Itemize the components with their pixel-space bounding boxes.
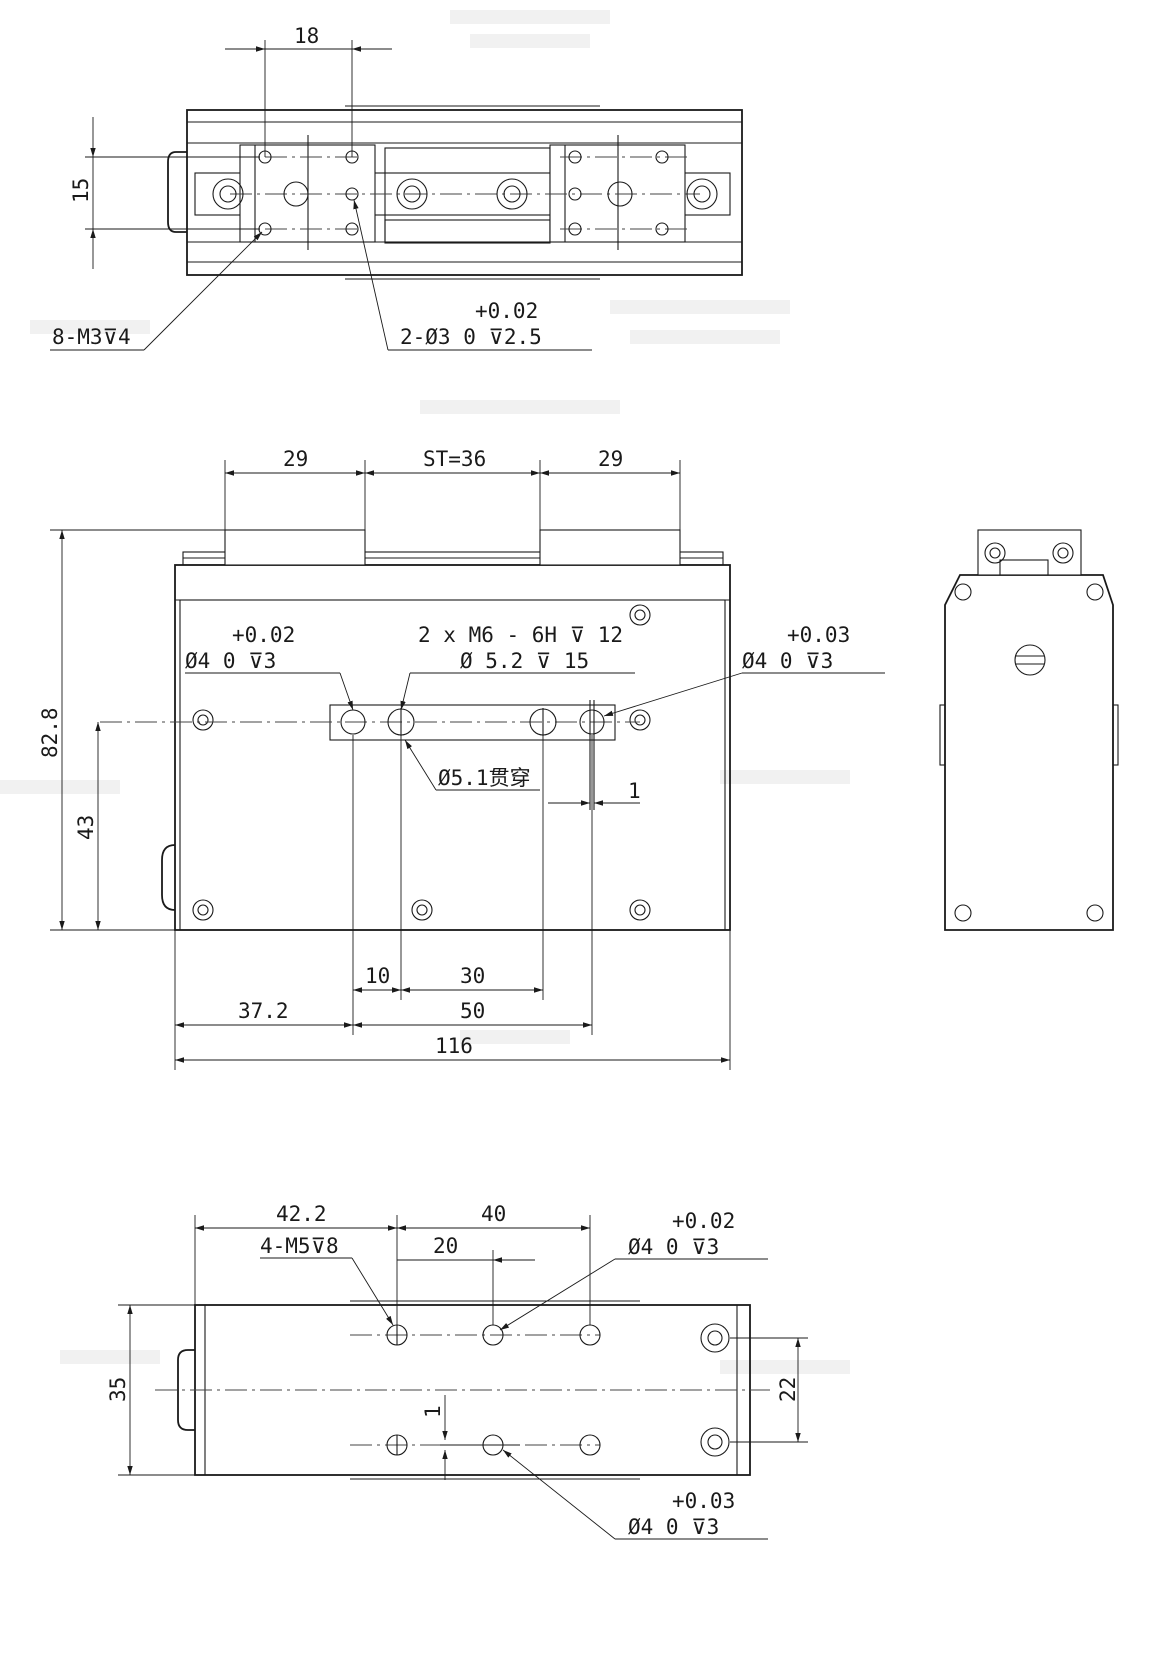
dim-29-right: 29 — [598, 447, 623, 471]
front-view-jaw-left — [224, 529, 366, 566]
bottom-view-end-cap — [177, 1349, 195, 1431]
dim-37-2: 37.2 — [238, 999, 289, 1023]
dim-29-left: 29 — [283, 447, 308, 471]
pin-left-callout: Ø4 0 ⊽3 — [185, 649, 276, 673]
dim-116: 116 — [435, 1034, 473, 1058]
front-view-slot-bar — [329, 704, 616, 741]
pin-bottom-callout: Ø4 0 ⊽3 — [628, 1515, 719, 1539]
top-view-end-cap — [167, 151, 187, 233]
pin-right-tol: +0.03 — [787, 623, 850, 647]
m3-hole-icon — [258, 150, 669, 236]
counterbore-callout: Ø 5.2 ⊽ 15 — [460, 649, 589, 673]
through-hole-callout: Ø5.1贯穿 — [438, 766, 531, 790]
dim-43: 43 — [74, 815, 98, 840]
dim-42-2: 42.2 — [276, 1202, 327, 1226]
callout-8-m3: 8-M3⊽4 — [52, 325, 131, 349]
dim-1: 1 — [628, 779, 641, 803]
dim-1-bottom: 1 — [421, 1405, 445, 1418]
dim-20: 20 — [433, 1234, 458, 1258]
dim-35: 35 — [106, 1377, 130, 1402]
top-view-body — [186, 109, 743, 276]
front-view: 29 ST=36 29 82.8 43 +0.02 Ø4 0 ⊽3 2 x M6… — [38, 447, 885, 1070]
screw-head-icon — [192, 604, 651, 921]
bottom-view: 42.2 40 20 4-M5⊽8 +0.02 Ø4 0 ⊽3 35 22 1 … — [106, 1202, 808, 1540]
dim-15: 15 — [69, 178, 93, 203]
pin-left-tol: +0.02 — [232, 623, 295, 647]
dim-10: 10 — [365, 964, 390, 988]
callout-pin-tolerance: +0.02 — [475, 299, 538, 323]
top-view: 18 15 8-M3⊽4 +0.02 2-Ø3 0 ⊽2.5 — [50, 24, 743, 351]
dim-stroke: ST=36 — [423, 447, 486, 471]
tapped-holes-callout: 2 x M6 - 6H ⊽ 12 — [418, 623, 623, 647]
dim-30: 30 — [460, 964, 485, 988]
side-view-body — [944, 574, 1114, 931]
side-view — [939, 529, 1119, 931]
dim-40: 40 — [481, 1202, 506, 1226]
front-view-end-cap — [161, 844, 176, 911]
pin-top-tol: +0.02 — [672, 1209, 735, 1233]
dim-50: 50 — [460, 999, 485, 1023]
dowel-pin-icon — [283, 181, 633, 207]
side-view-jaw — [977, 529, 1082, 576]
dim-82-8: 82.8 — [38, 707, 62, 758]
pin-bottom-tol: +0.03 — [672, 1489, 735, 1513]
dim-18: 18 — [294, 24, 319, 48]
counterbore-hole-icon — [212, 178, 718, 210]
watermark — [0, 10, 850, 1374]
tapped-holes-callout-bottom: 4-M5⊽8 — [260, 1234, 339, 1258]
callout-2-pin-holes: 2-Ø3 0 ⊽2.5 — [400, 325, 542, 349]
front-view-jaw-right — [539, 529, 681, 566]
pin-right-callout: Ø4 0 ⊽3 — [742, 649, 833, 673]
pin-top-callout: Ø4 0 ⊽3 — [628, 1235, 719, 1259]
dim-22: 22 — [776, 1377, 800, 1402]
front-view-body — [174, 564, 731, 931]
adjust-screw-icon — [1014, 644, 1046, 676]
